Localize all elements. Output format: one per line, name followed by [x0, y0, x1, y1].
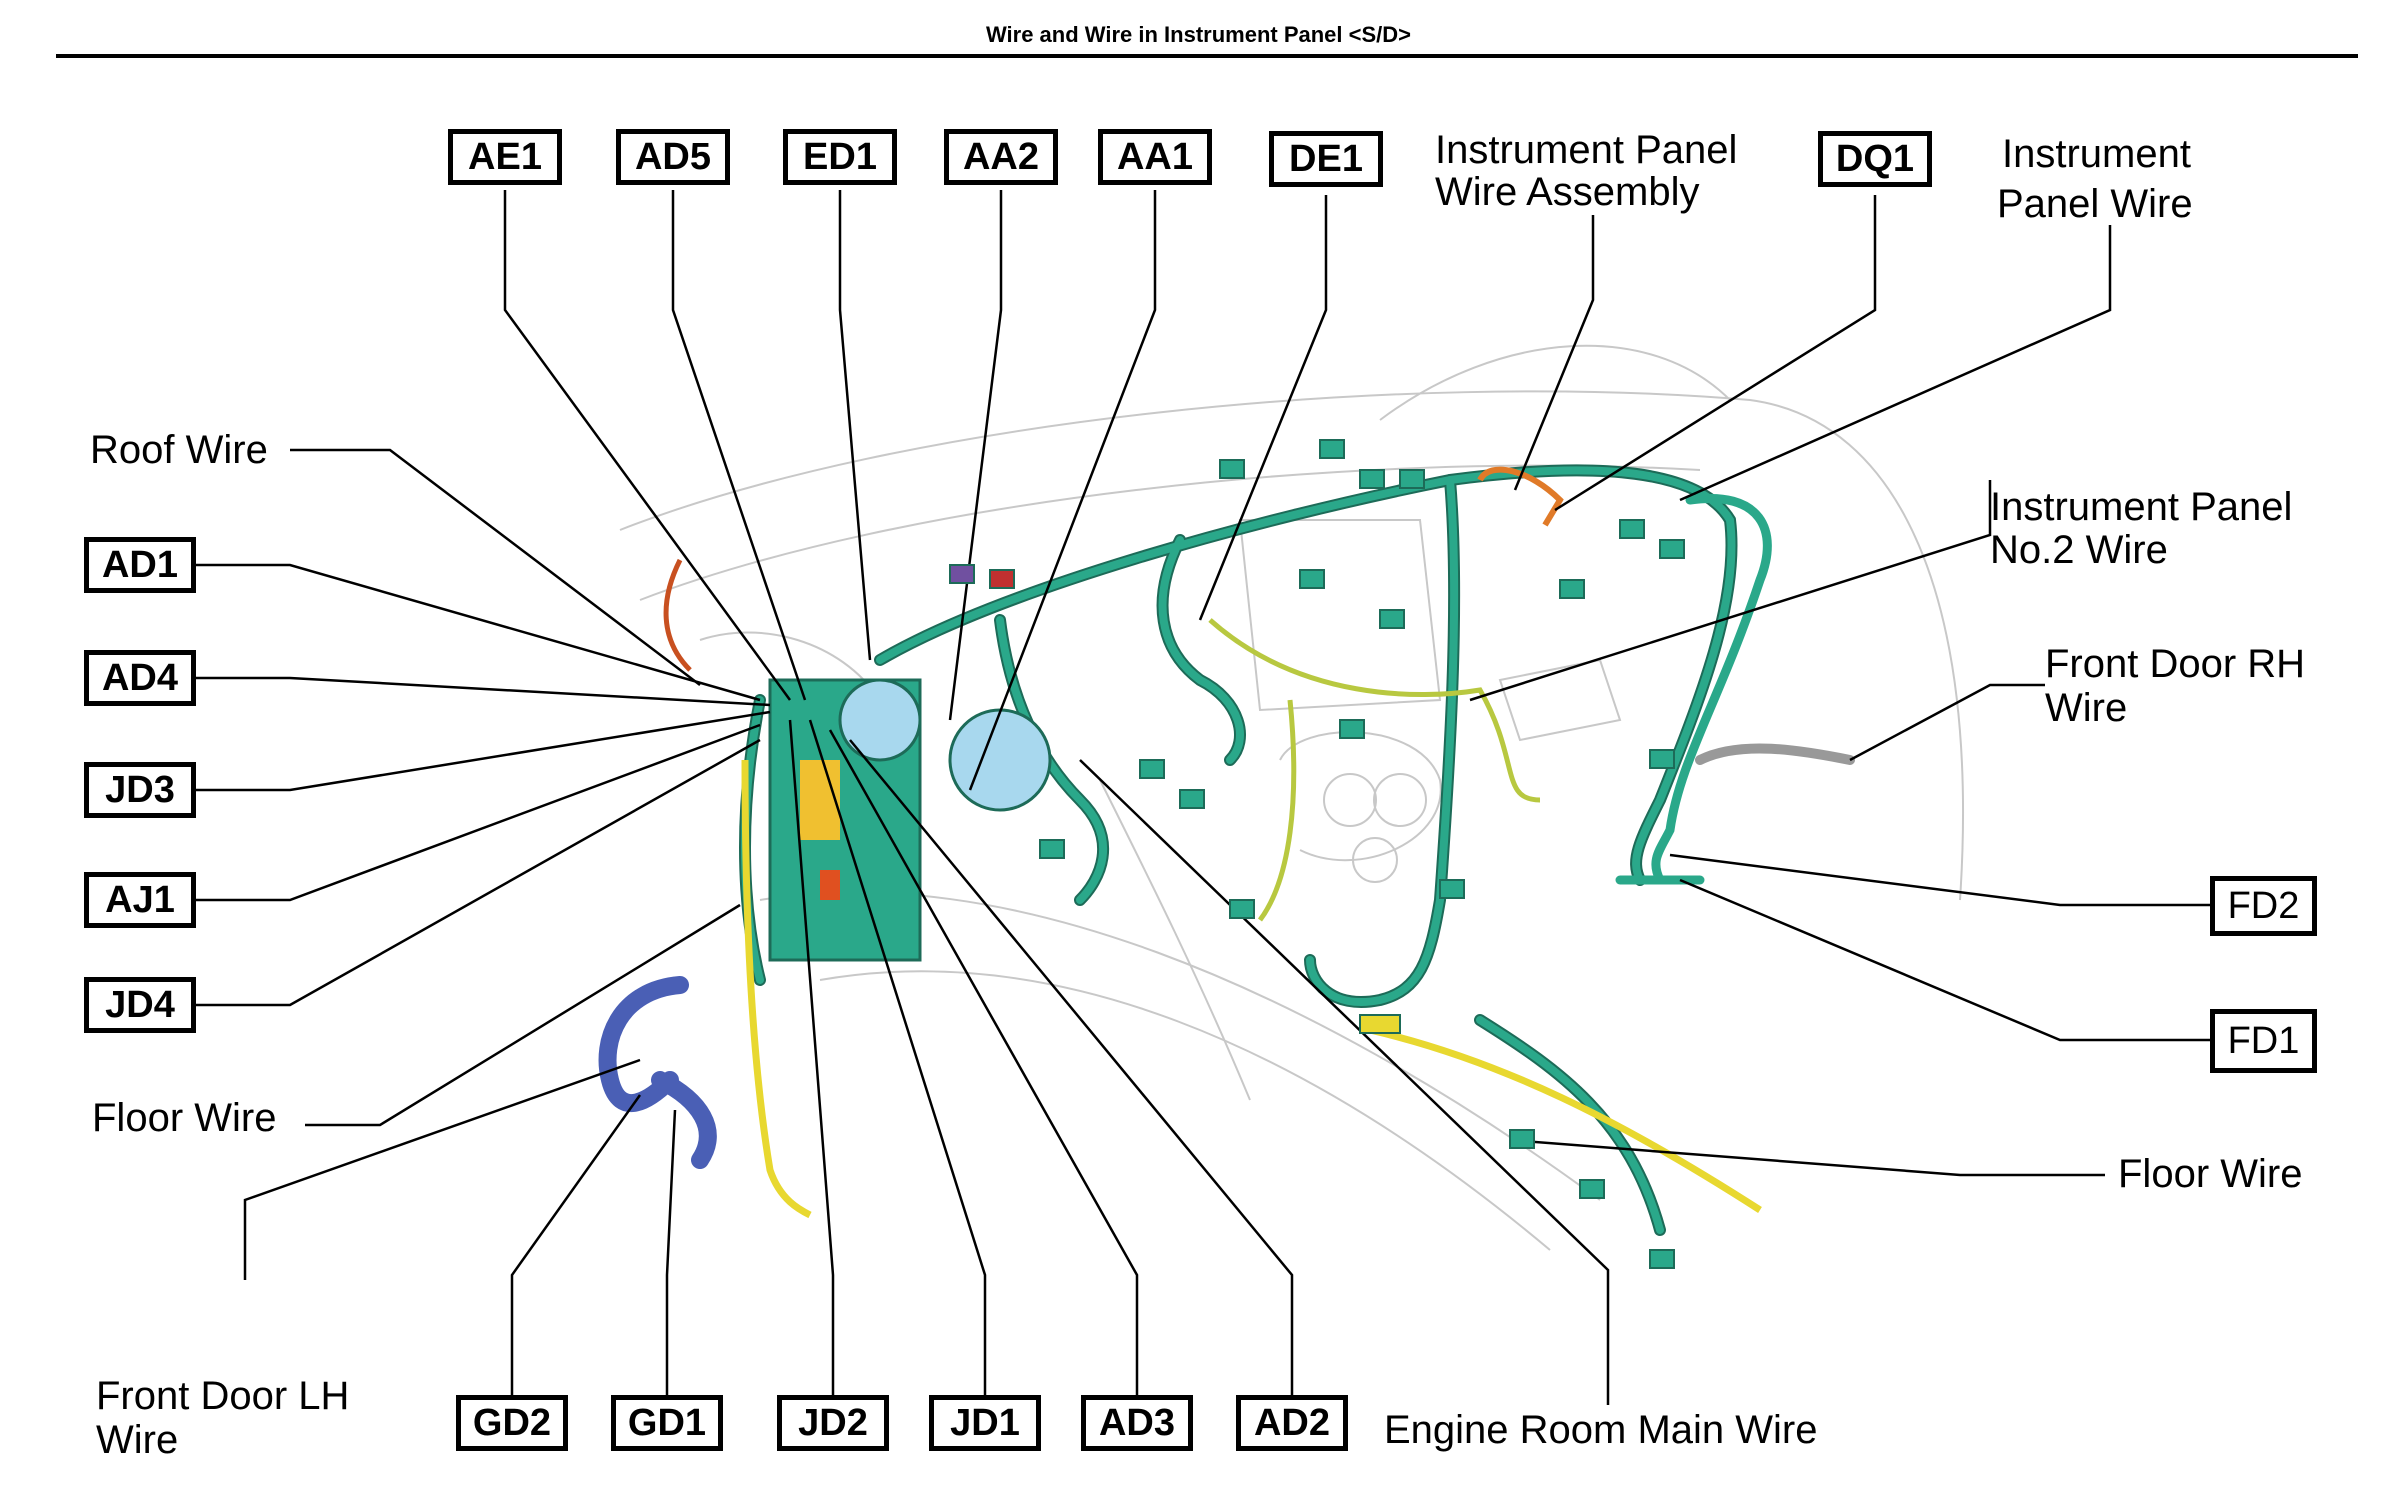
page-title: Wire and Wire in Instrument Panel <S/D>: [985, 22, 1412, 47]
ip-wire-assy-orange: [1477, 466, 1564, 527]
front-door-rh-wire-drawing: [1695, 743, 1855, 765]
connector-jd4: JD4: [84, 977, 196, 1033]
label-ip-wire-line1: Instrument: [2002, 132, 2191, 176]
connector-dq1: DQ1: [1818, 131, 1932, 187]
connector-ad4: AD4: [84, 650, 196, 706]
label-roof-wire: Roof Wire: [90, 428, 268, 472]
front-door-lh-wire-drawing: [598, 976, 717, 1169]
label-floor-wire-left: Floor Wire: [92, 1096, 277, 1140]
connector-gd1: GD1: [611, 1395, 723, 1451]
connector-de1: DE1: [1269, 131, 1383, 187]
floor-wire-yellow: [741, 759, 1762, 1219]
label-ip-wire-assembly-line2: Wire Assembly: [1435, 170, 1700, 214]
connector-aa2: AA2: [944, 129, 1058, 185]
connector-jd3: JD3: [84, 762, 196, 818]
relay-block: [768, 678, 1052, 962]
ip-no2-wire: [1208, 618, 1541, 922]
harness-connectors: [949, 439, 1685, 1269]
label-ip-wire-assembly-line1: Instrument Panel: [1435, 128, 1738, 172]
connector-jd2: JD2: [777, 1395, 889, 1451]
label-front-door-rh-line2: Wire: [2045, 686, 2128, 730]
connector-ad2: AD2: [1236, 1395, 1348, 1451]
connector-gd2: GD2: [456, 1395, 568, 1451]
label-front-door-rh-line1: Front Door RH: [2045, 642, 2306, 686]
right-side-harness: [1615, 494, 1772, 885]
label-ip-no2-wire-line2: No.2 Wire: [1990, 528, 2168, 572]
connector-ed1: ED1: [783, 129, 897, 185]
connector-fd2: FD2: [2210, 876, 2317, 936]
connector-ae1: AE1: [448, 129, 562, 185]
connector-aj1: AJ1: [84, 872, 196, 928]
label-ip-wire-line2: Panel Wire: [1997, 182, 2193, 226]
label-engine-room-main-wire: Engine Room Main Wire: [1384, 1408, 1818, 1452]
title-rule: [56, 54, 2358, 58]
connector-fd1: FD1: [2210, 1009, 2317, 1073]
leader-lines: [195, 190, 2210, 1405]
connector-aa1: AA1: [1098, 129, 1212, 185]
orange-wire: [663, 558, 692, 672]
label-ip-no2-wire-line1: Instrument Panel: [1990, 485, 2293, 529]
label-front-door-lh-line2: Wire: [96, 1418, 179, 1462]
connector-ad1: AD1: [84, 537, 196, 593]
connector-ad5: AD5: [616, 129, 730, 185]
label-front-door-lh-line1: Front Door LH: [96, 1374, 350, 1418]
connector-ad3: AD3: [1081, 1395, 1193, 1451]
connector-jd1: JD1: [929, 1395, 1041, 1451]
label-floor-wire-right: Floor Wire: [2118, 1152, 2303, 1196]
